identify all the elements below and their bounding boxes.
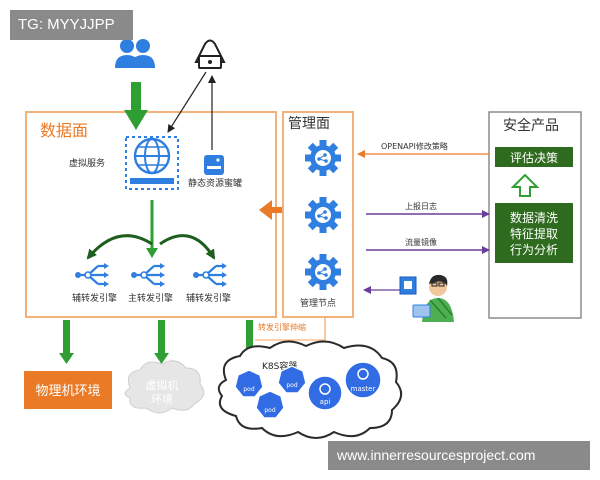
honeypot-server-icon (204, 155, 224, 175)
curve-arrow-right (159, 234, 216, 260)
analyst-person-icon (399, 274, 454, 322)
users-icon (115, 39, 155, 68)
virtual-env-cloud (124, 360, 205, 414)
mgmt-gear-icon-1 (304, 139, 342, 177)
openapi-label: OPENAPI修改策略 (381, 141, 448, 151)
master-icon: master (344, 361, 382, 399)
pod-icon-1: pod (234, 369, 264, 398)
pod-icon-3: pod (255, 390, 285, 419)
virtual-service-label: 虚拟服务 (69, 157, 105, 169)
analysis-line-2: 特征提取 (510, 226, 558, 241)
management-plane-title: 管理面 (288, 116, 330, 132)
api-icon: api (307, 375, 343, 411)
pod-label-2: pod (286, 382, 297, 389)
hacker-icon (194, 39, 226, 69)
master-label: master (351, 385, 376, 393)
virtual-env-label-line2: 环境 (151, 392, 173, 406)
traffic-mirror-label: 流量镜像 (405, 237, 437, 247)
globe-to-engine-arrowhead (146, 248, 158, 258)
hacker-to-service-arrow (167, 71, 207, 133)
mgmt-to-data-arrow (259, 200, 284, 220)
engine-right-label: 辅转发引擎 (186, 292, 231, 304)
api-label: api (320, 398, 331, 406)
analysis-line-3: 行为分析 (510, 243, 558, 257)
mgmt-gear-icon-3 (304, 253, 342, 291)
virtual-env-label-line1: 虚拟机 (146, 378, 179, 392)
honeypot-label: 静态资源蜜罐 (188, 177, 242, 189)
pod-label-3: pod (264, 407, 275, 414)
evaluate-decide-label: 评估决策 (510, 151, 558, 165)
analysis-box (495, 203, 573, 263)
users-to-dataplane-shaft (131, 82, 141, 112)
tg-tag-label: TG: MYYJJPP (10, 10, 133, 40)
mgmt-gear-icon-2 (304, 196, 342, 234)
down-arrow-physical (59, 320, 74, 364)
analysis-line-1: 数据清洗 (510, 210, 558, 225)
curve-arrow-left (86, 234, 153, 260)
pod-icon-2: pod (277, 365, 307, 394)
physical-env-label: 物理机环境 (35, 384, 100, 399)
engine-left-label: 辅转发引擎 (72, 292, 117, 304)
engine-main-label: 主转发引擎 (128, 292, 173, 304)
pod-label-1: pod (243, 386, 254, 393)
down-arrow-virtual (154, 320, 169, 364)
users-to-dataplane-arrowhead (124, 110, 148, 130)
data-plane-title: 数据面 (40, 121, 88, 140)
evaluate-decide-box (495, 147, 573, 167)
analysis-to-decision-arrow (510, 173, 540, 197)
watermark-url: www.innerresourcesproject.com (328, 441, 590, 470)
report-logs-label: 上报日志 (405, 201, 437, 211)
virtual-service-icon (125, 136, 179, 190)
management-node-label: 管理节点 (300, 297, 336, 309)
security-products-title: 安全产品 (503, 117, 559, 134)
engine-scaling-label: 转发引擎伸缩 (258, 322, 306, 332)
physical-env-box (24, 371, 112, 409)
